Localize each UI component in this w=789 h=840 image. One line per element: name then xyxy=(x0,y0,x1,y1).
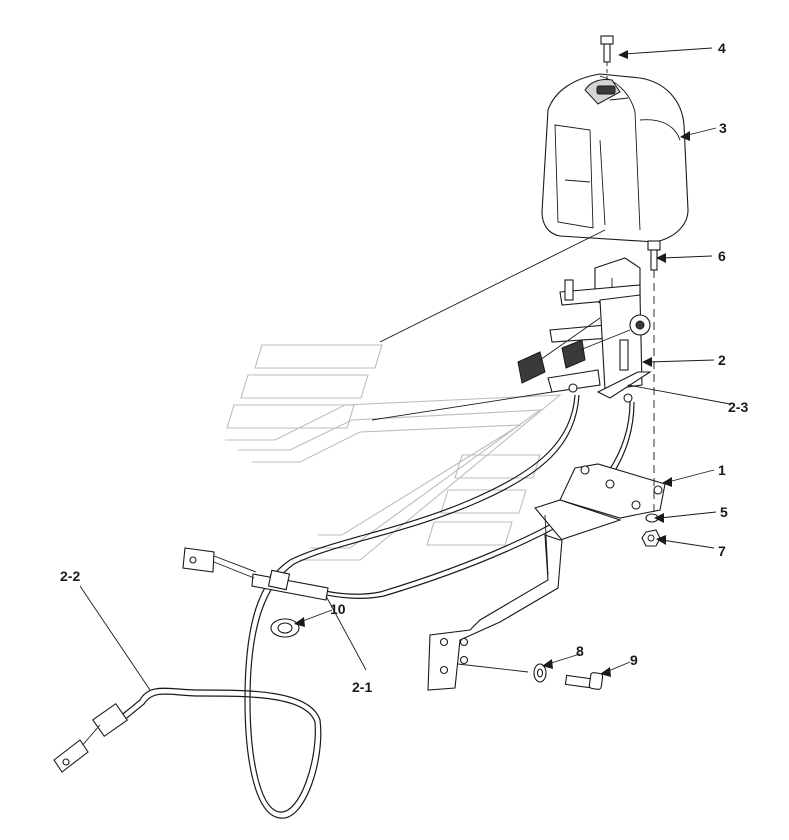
callout-10: 10 xyxy=(330,601,346,617)
nut-part-7 xyxy=(641,529,661,547)
bolt-part-9 xyxy=(564,672,604,690)
bolt-part-6 xyxy=(647,240,661,271)
callout-2: 2 xyxy=(718,352,726,368)
callout-3: 3 xyxy=(719,120,727,136)
callout-8: 8 xyxy=(576,643,584,659)
watermark-logo xyxy=(225,344,562,561)
cable-assembly xyxy=(53,394,635,819)
callout-labels: 4 3 6 2 2-3 1 5 7 10 8 9 2-1 2-2 xyxy=(60,40,748,695)
cover-part-3 xyxy=(541,73,689,243)
callout-6: 6 xyxy=(718,248,726,264)
callout-2-2: 2-2 xyxy=(60,568,80,584)
callout-2-1: 2-1 xyxy=(352,679,372,695)
callout-5: 5 xyxy=(720,504,728,520)
callout-4: 4 xyxy=(718,40,726,56)
screw-part-4 xyxy=(600,35,614,63)
callout-2-3: 2-3 xyxy=(728,399,748,415)
pedal-assembly-part-2 xyxy=(517,257,652,403)
callout-1: 1 xyxy=(718,462,726,478)
washer-part-8 xyxy=(533,663,547,683)
callout-7: 7 xyxy=(718,543,726,559)
pedal-arm-part-1 xyxy=(427,463,666,691)
leader-lines xyxy=(79,47,731,691)
callout-9: 9 xyxy=(630,652,638,668)
